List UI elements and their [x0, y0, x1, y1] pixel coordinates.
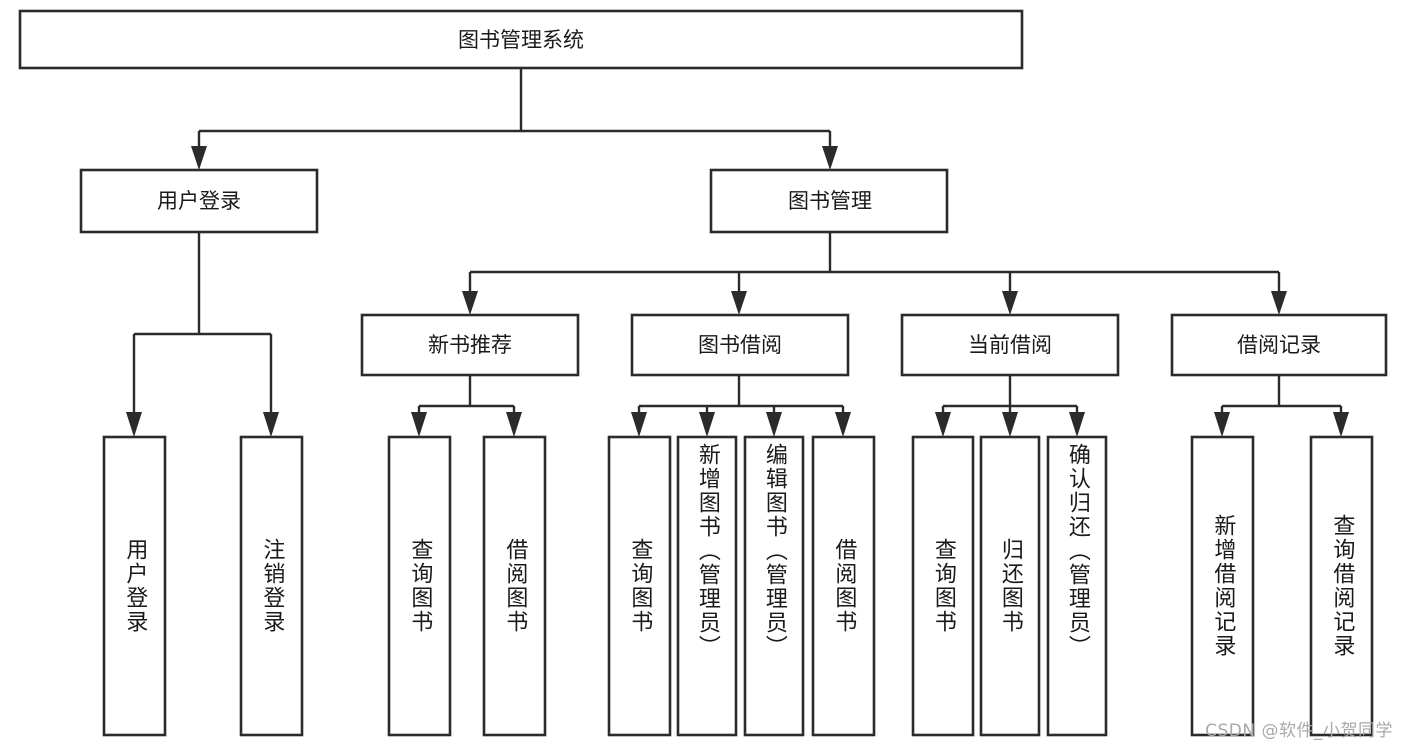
arrowhead-current-borrow: [1002, 291, 1018, 315]
node-new-book-recommend-label: 新书推荐: [428, 333, 512, 357]
leaf-box-br-query-record[interactable]: [1309, 435, 1374, 737]
node-user-login-label: 用户登录: [157, 189, 241, 213]
node-book-management-label: 图书管理: [788, 189, 872, 213]
leaf-box-bb-query-book[interactable]: [607, 435, 672, 737]
node-current-borrow-label: 当前借阅: [968, 333, 1052, 357]
leaf-box-cb-confirm-return[interactable]: [1046, 435, 1108, 737]
leaf-box-user-login[interactable]: [102, 435, 167, 737]
arrowhead-cb-leaf-1: [935, 412, 951, 437]
arrowhead-br-leaf-2: [1333, 412, 1349, 437]
node-borrow-record-box[interactable]: [1170, 313, 1388, 377]
node-book-management-box[interactable]: [709, 168, 949, 234]
arrowhead-book-mgmt: [822, 146, 838, 170]
node-root-label: 图书管理系统: [458, 28, 584, 52]
arrowhead-book-borrow: [731, 291, 747, 315]
leaf-box-nb-query-book[interactable]: [387, 435, 452, 737]
node-root-box[interactable]: [18, 9, 1024, 70]
node-new-book-recommend-box[interactable]: [360, 313, 580, 377]
arrowhead-user-login: [191, 146, 207, 170]
node-layer: 图书管理系统 用户登录 图书管理 新书推荐 图书借阅 当前借阅 借阅记录: [18, 9, 1388, 737]
node-current-borrow-box[interactable]: [900, 313, 1120, 377]
arrowhead-nb-leaf-1: [411, 412, 427, 437]
leaf-box-logout[interactable]: [239, 435, 304, 737]
arrowhead-br-leaf-1: [1214, 412, 1230, 437]
node-book-borrow-label: 图书借阅: [698, 333, 782, 357]
arrowhead-nb-leaf-2: [506, 412, 522, 437]
leaf-box-bb-borrow-book[interactable]: [811, 435, 876, 737]
watermark-text: CSDN @软件_小贺同学: [1205, 721, 1393, 741]
leaf-box-bb-edit-book[interactable]: [743, 435, 805, 737]
arrowhead-bb-leaf-2: [699, 412, 715, 437]
arrowhead-borrow-record: [1271, 291, 1287, 315]
leaf-box-cb-query-book[interactable]: [911, 435, 975, 737]
leaf-box-bb-add-book[interactable]: [676, 435, 738, 737]
leaf-box-nb-borrow-book[interactable]: [482, 435, 547, 737]
arrowhead-cb-leaf-3: [1069, 412, 1085, 437]
arrowhead-cb-leaf-2: [1002, 412, 1018, 437]
arrowhead-leaf-logout: [263, 412, 279, 437]
connector-layer: [126, 68, 1349, 437]
arrowhead-bb-leaf-4: [835, 412, 851, 437]
leaf-box-cb-return-book[interactable]: [979, 435, 1041, 737]
arrowhead-new-book: [462, 291, 478, 315]
arrowhead-leaf-user-login: [126, 412, 142, 437]
node-book-borrow-box[interactable]: [630, 313, 850, 377]
arrowhead-bb-leaf-1: [631, 412, 647, 437]
node-borrow-record-label: 借阅记录: [1237, 333, 1321, 357]
arrowhead-bb-leaf-3: [766, 412, 782, 437]
node-user-login-box[interactable]: [79, 168, 319, 234]
leaf-box-br-add-record[interactable]: [1190, 435, 1255, 737]
